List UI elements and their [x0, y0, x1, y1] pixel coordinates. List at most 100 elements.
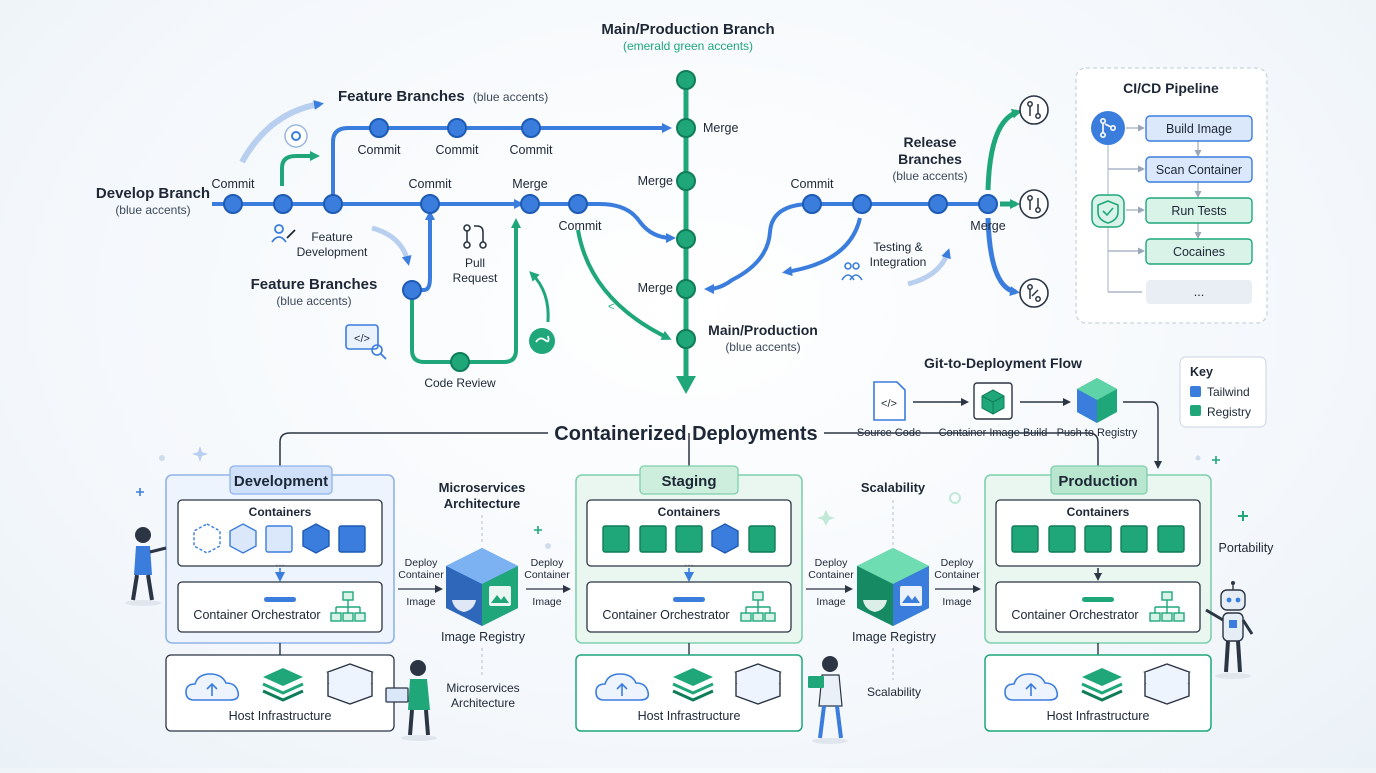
deploy-label-2a: Deploy	[531, 557, 564, 569]
dev-ellipsis: ...	[275, 557, 284, 569]
testing-label-2: Integration	[870, 255, 927, 269]
dev-orchestrator-label: Container Orchestrator	[193, 608, 320, 622]
main-merge-label-2: Merge	[638, 174, 673, 188]
feature-dev-curve-arrow	[371, 225, 412, 266]
develop-branch-nodes	[223, 194, 588, 214]
production-containers-label: Containers	[1067, 505, 1130, 519]
robot-icon	[1205, 581, 1254, 679]
deploy-label-4c: Image	[942, 596, 971, 608]
code-review-label: Code Review	[424, 376, 496, 390]
staging-orchestrator-label: Container Orchestrator	[602, 608, 729, 622]
testing-team-icon	[841, 262, 863, 281]
main-merge-label-1: Merge	[703, 121, 738, 135]
deploy-label-3b: Container	[808, 569, 854, 581]
cicd-step-more: ...	[1146, 280, 1252, 304]
dev-host-label: Host Infrastructure	[229, 709, 332, 723]
env-production-title: Production	[1058, 473, 1137, 490]
merge-label-1: Merge	[512, 177, 547, 191]
dev-containers-label: Containers	[249, 505, 312, 519]
svg-text:</>: </>	[881, 398, 897, 410]
release-back-arrow	[782, 217, 862, 277]
develop-branch-title: Develop Branch	[96, 185, 210, 202]
production-cloud-icon	[1004, 673, 1059, 701]
env-production: Production Containers Container Orchestr…	[984, 465, 1212, 732]
release-fork-down	[985, 217, 1020, 297]
main-production-title: Main/Production	[708, 322, 818, 338]
svg-text:Scan Container: Scan Container	[1156, 163, 1242, 177]
testing-label-1: Testing &	[873, 240, 922, 254]
merge-hint-glyph: <	[608, 301, 614, 313]
main-branch-nodes	[676, 70, 696, 349]
commit-label-5: Commit	[408, 177, 452, 191]
portability-label: Portability	[1219, 541, 1275, 555]
cicd-step-cocaines: Cocaines	[1145, 238, 1253, 265]
pull-request-icon	[463, 224, 487, 249]
dev-server-icon	[325, 663, 375, 705]
release-branch-nodes	[802, 194, 998, 214]
code-editor-icon: </>	[345, 324, 387, 360]
commit-to-main-production-curve	[576, 229, 672, 340]
scalability-label-bottom: Scalability	[867, 685, 921, 699]
cicd-pipeline-panel: CI/CD Pipeline Build Image	[1075, 67, 1268, 324]
feature-start-arrow	[280, 151, 320, 186]
production-server-icon	[1142, 663, 1192, 705]
svg-text:...: ...	[1194, 285, 1204, 299]
deploy-label-3a: Deploy	[815, 557, 848, 569]
key-swatch-tailwind	[1190, 386, 1201, 397]
feature-mid-title: Feature Branches	[251, 276, 378, 293]
review-link-icon	[529, 328, 555, 354]
main-production-subtitle: (blue accents)	[725, 340, 800, 354]
staging-orchestrator-icon	[740, 591, 776, 622]
code-review-curve-arrow	[529, 271, 550, 323]
flow-title: Git-to-Deployment Flow	[924, 355, 1082, 371]
deploy-label-2c: Image	[532, 596, 561, 608]
develop-to-main-path	[530, 202, 676, 243]
deploy-label-1c: Image	[406, 596, 435, 608]
decorative-sparkles	[136, 446, 1248, 549]
feature-mid-to-develop	[412, 210, 435, 292]
dev-container-icons	[193, 523, 366, 554]
commit-label-2: Commit	[357, 143, 401, 157]
staging-layers-icon	[672, 668, 714, 702]
microservices-label-bottom-2: Architecture	[451, 696, 515, 710]
pull-request-label-1: Pull	[465, 256, 485, 270]
env-development: Development Containers ... Container Orc…	[165, 465, 395, 732]
image-registry-2: Scalability Image Registry Deploy Contai…	[806, 480, 981, 699]
feature-mid-node	[402, 280, 422, 300]
release-merge-label: Merge	[970, 219, 1005, 233]
staging-host-label: Host Infrastructure	[638, 709, 741, 723]
svg-text:Build Image: Build Image	[1166, 122, 1232, 136]
deploy-label-1a: Deploy	[405, 557, 438, 569]
microservices-label-bottom-1: Microservices	[446, 681, 519, 695]
develop-branch-subtitle: (blue accents)	[115, 203, 190, 217]
release-fork-up	[985, 108, 1022, 191]
deploy-title: Containerized Deployments	[554, 423, 817, 445]
production-orchestrator-icon	[1149, 591, 1185, 622]
flow-step-push: Push to Registry	[1057, 427, 1138, 439]
release-fork-icons	[1019, 95, 1049, 308]
microservices-label-top-2: Architecture	[444, 496, 521, 511]
production-orchestrator-label: Container Orchestrator	[1011, 608, 1138, 622]
feature-top-nodes	[369, 118, 541, 138]
scalability-label-top: Scalability	[861, 480, 926, 495]
deploy-label-1b: Container	[398, 569, 444, 581]
push-registry-icon	[1077, 378, 1117, 423]
registry-1-label: Image Registry	[441, 630, 526, 644]
cicd-branch-icon	[1091, 111, 1125, 145]
microservices-label-top-1: Microservices	[439, 480, 526, 495]
cicd-step-scan-container: Scan Container	[1145, 156, 1253, 183]
staging-container-icons	[602, 523, 776, 554]
deploy-label-2b: Container	[524, 569, 570, 581]
commit-label-4: Commit	[509, 143, 553, 157]
code-review-node	[450, 352, 470, 372]
git-to-deployment-flow: Git-to-Deployment Flow </> Source Code C…	[857, 355, 1162, 469]
dev-layers-icon	[262, 668, 304, 702]
production-host-label: Host Infrastructure	[1047, 709, 1150, 723]
person-presenting-icon	[125, 527, 167, 606]
key-title: Key	[1190, 365, 1213, 379]
release-title-2: Branches	[898, 151, 962, 167]
feature-top-title: Feature Branches (blue accents)	[338, 88, 548, 105]
deploy-label-4b: Container	[934, 569, 980, 581]
